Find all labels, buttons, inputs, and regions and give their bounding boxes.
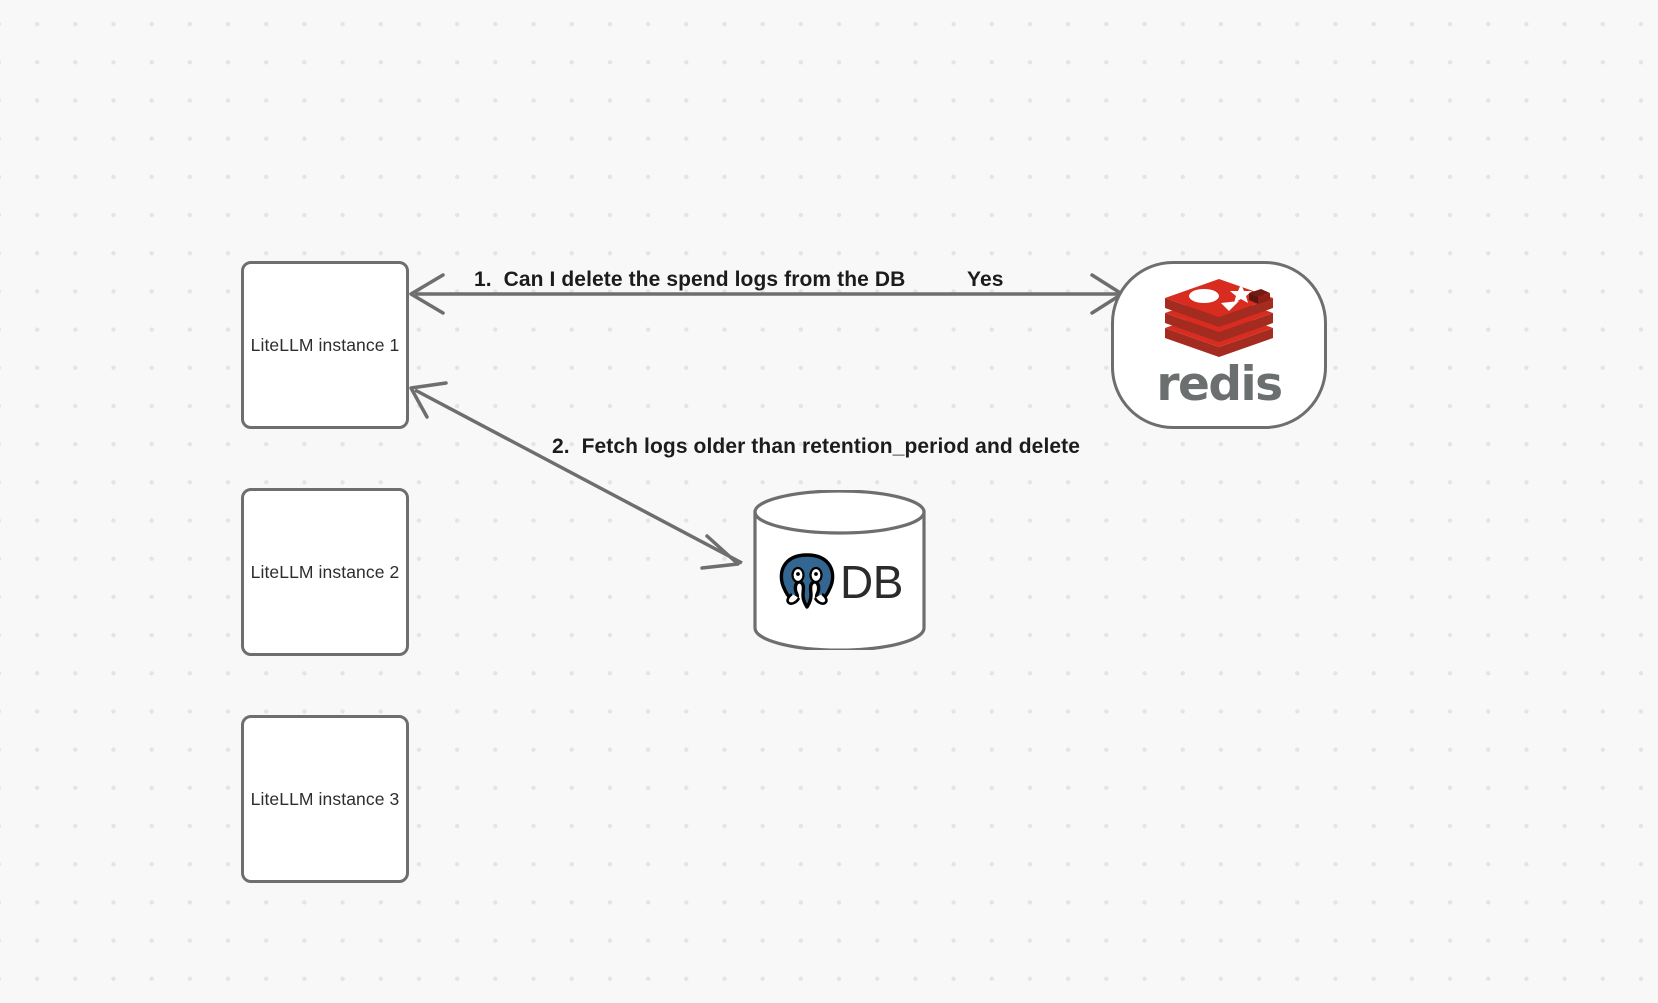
node-litellm-instance-2[interactable]: LiteLLM instance 2	[241, 488, 409, 656]
edge-label-1: 1. Can I delete the spend logs from the …	[474, 268, 906, 291]
arrowhead-left	[409, 273, 445, 315]
arrowhead-upleft	[409, 381, 448, 419]
node-litellm-instance-3[interactable]: LiteLLM instance 3	[241, 715, 409, 883]
edge-label-1-reply: Yes	[967, 268, 1004, 291]
node-label-litellm-2: LiteLLM instance 2	[250, 561, 400, 582]
node-redis[interactable]: redis	[1111, 261, 1327, 429]
edge-label-2: 2. Fetch logs older than retention_perio…	[552, 435, 1081, 458]
redis-stack-icon	[1164, 278, 1273, 357]
node-label-litellm-1: LiteLLM instance 1	[250, 334, 400, 355]
redis-wordmark: redis	[1156, 356, 1283, 412]
arrowhead-downright	[700, 534, 740, 570]
db-cylinder-shape	[753, 489, 926, 652]
edge-litellm1-db	[409, 381, 743, 570]
redis-logo: redis	[1156, 278, 1283, 412]
node-label-litellm-3: LiteLLM instance 3	[250, 788, 400, 809]
node-litellm-instance-1[interactable]: LiteLLM instance 1	[241, 261, 409, 429]
node-database[interactable]: DB	[752, 489, 927, 652]
